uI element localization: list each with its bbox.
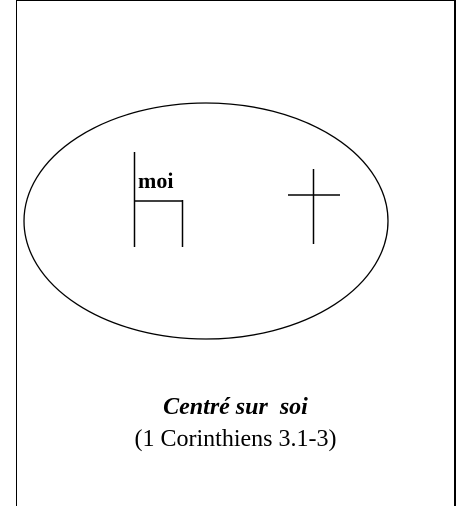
frame-top-border: [16, 0, 456, 1]
life-circle: [23, 102, 389, 340]
throne-symbol: [133, 152, 184, 247]
caption-reference: (1 Corinthiens 3.1-3): [134, 426, 337, 452]
caption-title: Centré sur soi: [163, 394, 308, 420]
frame-left-border: [16, 0, 17, 506]
cross-icon: [288, 169, 340, 244]
frame-right-border: [454, 0, 456, 506]
self-label: moi: [138, 168, 174, 193]
